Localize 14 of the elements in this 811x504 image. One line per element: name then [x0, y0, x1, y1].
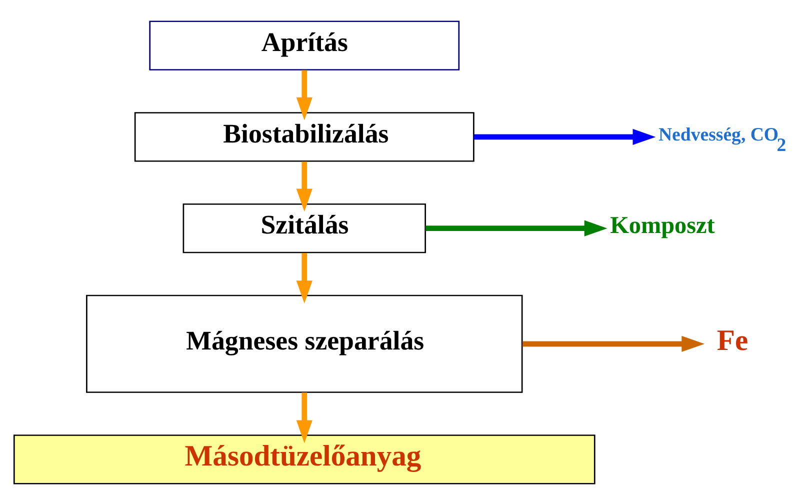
node-text: Komposzt — [610, 211, 715, 238]
node-box: Szitálás — [182, 202, 426, 253]
arrow — [296, 392, 312, 443]
node-box: Másodtüzelőanyag — [13, 434, 596, 484]
arrow — [522, 335, 705, 352]
node-box: Biostabilizálás — [134, 112, 474, 162]
node-box: Aprítás — [149, 20, 460, 70]
node-text: Fe — [716, 324, 748, 357]
node-box: Mágneses szeparálás — [86, 294, 523, 392]
arrow — [426, 220, 608, 236]
arrow — [296, 161, 312, 212]
arrow — [474, 128, 656, 144]
arrow — [296, 252, 312, 304]
arrow — [296, 70, 312, 120]
